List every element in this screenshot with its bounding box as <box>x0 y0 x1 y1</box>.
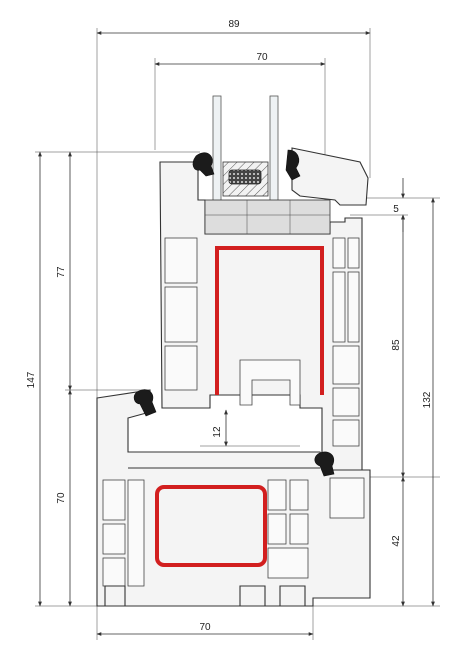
dim-label-top-inner: 70 <box>256 52 268 63</box>
dim-label-left-lower: 70 <box>56 492 67 504</box>
dim-label-right-sash: 85 <box>391 339 402 351</box>
frame-reinforcement <box>155 485 267 567</box>
dimension-lines <box>38 31 435 636</box>
dim-label-right-total: 132 <box>422 391 433 408</box>
dim-label-left-upper: 77 <box>56 266 67 278</box>
dim-label-top-outer: 89 <box>228 19 240 30</box>
frame-profile <box>96 389 371 607</box>
reinforcement-steel <box>155 246 324 567</box>
glazing-unit <box>212 95 279 202</box>
gaskets <box>133 149 335 477</box>
sash-reinforcement <box>215 246 324 395</box>
dim-label-right-small: 5 <box>393 204 399 215</box>
dim-label-bottom: 70 <box>199 622 211 633</box>
dim-label-right-frame: 42 <box>391 535 402 547</box>
dim-label-inner-12: 12 <box>212 426 223 438</box>
dim-label-left-total: 147 <box>26 371 37 388</box>
sash-profile <box>159 147 369 471</box>
